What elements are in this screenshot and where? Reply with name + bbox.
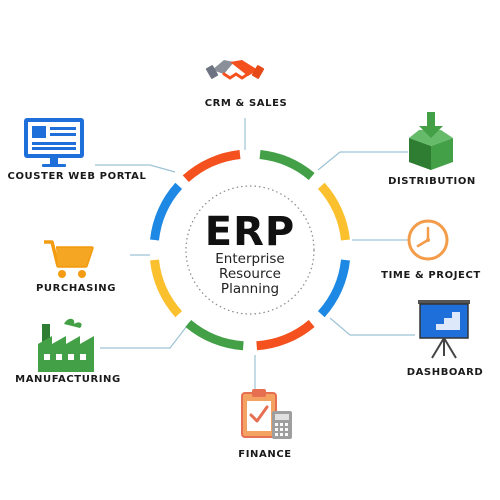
ring-segments xyxy=(150,150,350,351)
erp-title: ERP xyxy=(204,209,296,255)
connector-lines xyxy=(95,118,415,390)
module-label-distribution: DISTRIBUTION xyxy=(388,176,476,187)
module-label-crm: CRM & SALES xyxy=(204,98,288,109)
connector-portal xyxy=(95,164,176,173)
segment-purchasing xyxy=(150,259,183,318)
erp-subtitle-line-2: Resource xyxy=(219,266,281,282)
connector-dashboard xyxy=(329,317,415,336)
factory-icon xyxy=(38,318,94,372)
presentation-board-icon xyxy=(418,300,470,359)
monitor-icon xyxy=(24,118,84,167)
module-label-purchasing: PURCHASING xyxy=(35,283,117,294)
shopping-cart-icon xyxy=(44,240,94,278)
erp-subtitle-line-3: Planning xyxy=(220,281,280,297)
segment-finance-left xyxy=(185,319,244,351)
segment-time xyxy=(317,259,350,318)
clock-icon xyxy=(407,219,449,261)
segment-crm-left xyxy=(182,150,241,183)
center-dotted-circle xyxy=(185,185,315,315)
segment-finance-right xyxy=(256,319,315,351)
clipboard-calculator-icon xyxy=(241,389,292,439)
segment-portal xyxy=(150,182,183,241)
erp-subtitle-line-1: Enterprise xyxy=(215,251,285,267)
connector-manufacturing xyxy=(100,321,191,349)
segment-crm-right xyxy=(259,150,315,181)
handshake-icon xyxy=(205,60,265,80)
module-label-finance: FINANCE xyxy=(238,449,292,460)
box-download-icon xyxy=(409,112,453,170)
connector-distribution xyxy=(317,151,408,171)
module-label-dashboard: DASHBOARD xyxy=(406,367,484,378)
module-label-manufacturing: MANUFACTURING xyxy=(15,374,121,385)
module-label-time: TIME & PROJECT xyxy=(381,270,481,281)
segment-distribution xyxy=(317,182,350,241)
module-label-portal: COUSTER WEB PORTAL xyxy=(7,171,147,182)
